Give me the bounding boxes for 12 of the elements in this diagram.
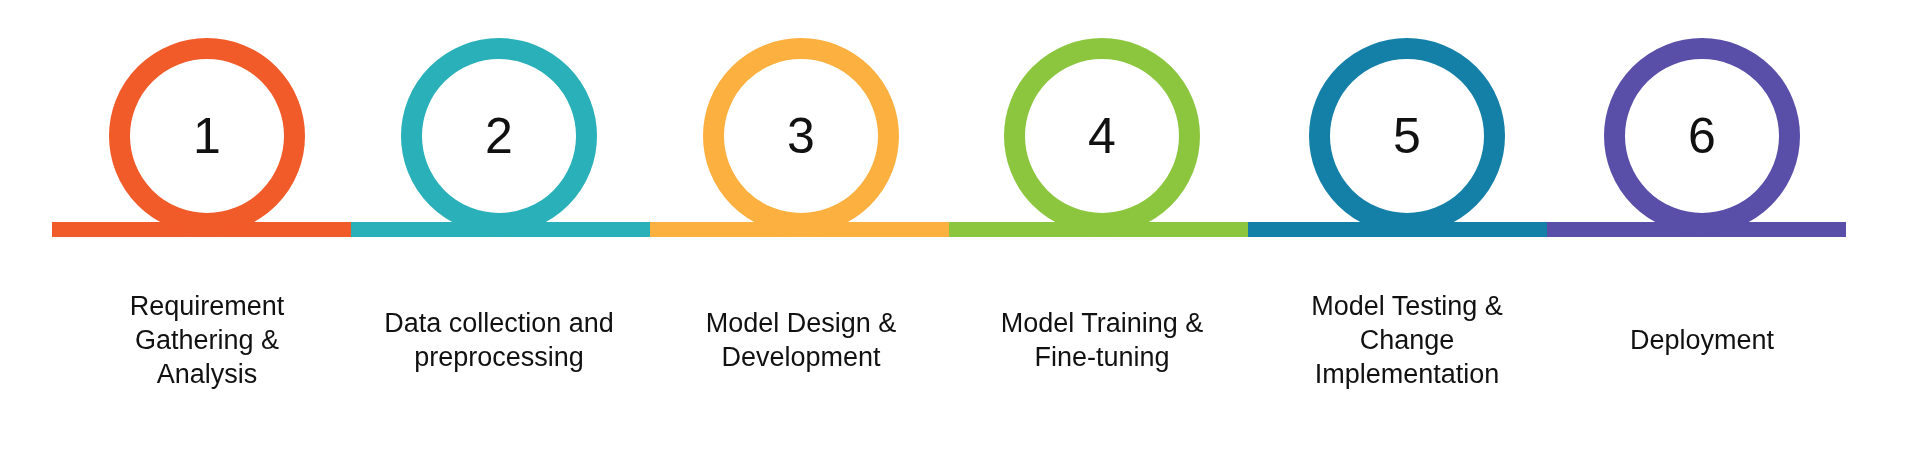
step-number: 3 bbox=[787, 111, 815, 161]
step-number: 4 bbox=[1088, 111, 1116, 161]
step-label: Deployment bbox=[1628, 324, 1776, 358]
step-number: 1 bbox=[193, 111, 221, 161]
step-number: 2 bbox=[485, 111, 513, 161]
step-number: 5 bbox=[1393, 111, 1421, 161]
step-label: Data collection and preprocessing bbox=[383, 307, 615, 374]
step-label: Model Testing & Change Implementation bbox=[1310, 290, 1504, 391]
step-number: 6 bbox=[1688, 111, 1716, 161]
step-label: Requirement Gathering & Analysis bbox=[128, 290, 286, 391]
step-label: Model Design & Development bbox=[704, 307, 898, 374]
step-label: Model Training & Fine-tuning bbox=[999, 307, 1205, 374]
